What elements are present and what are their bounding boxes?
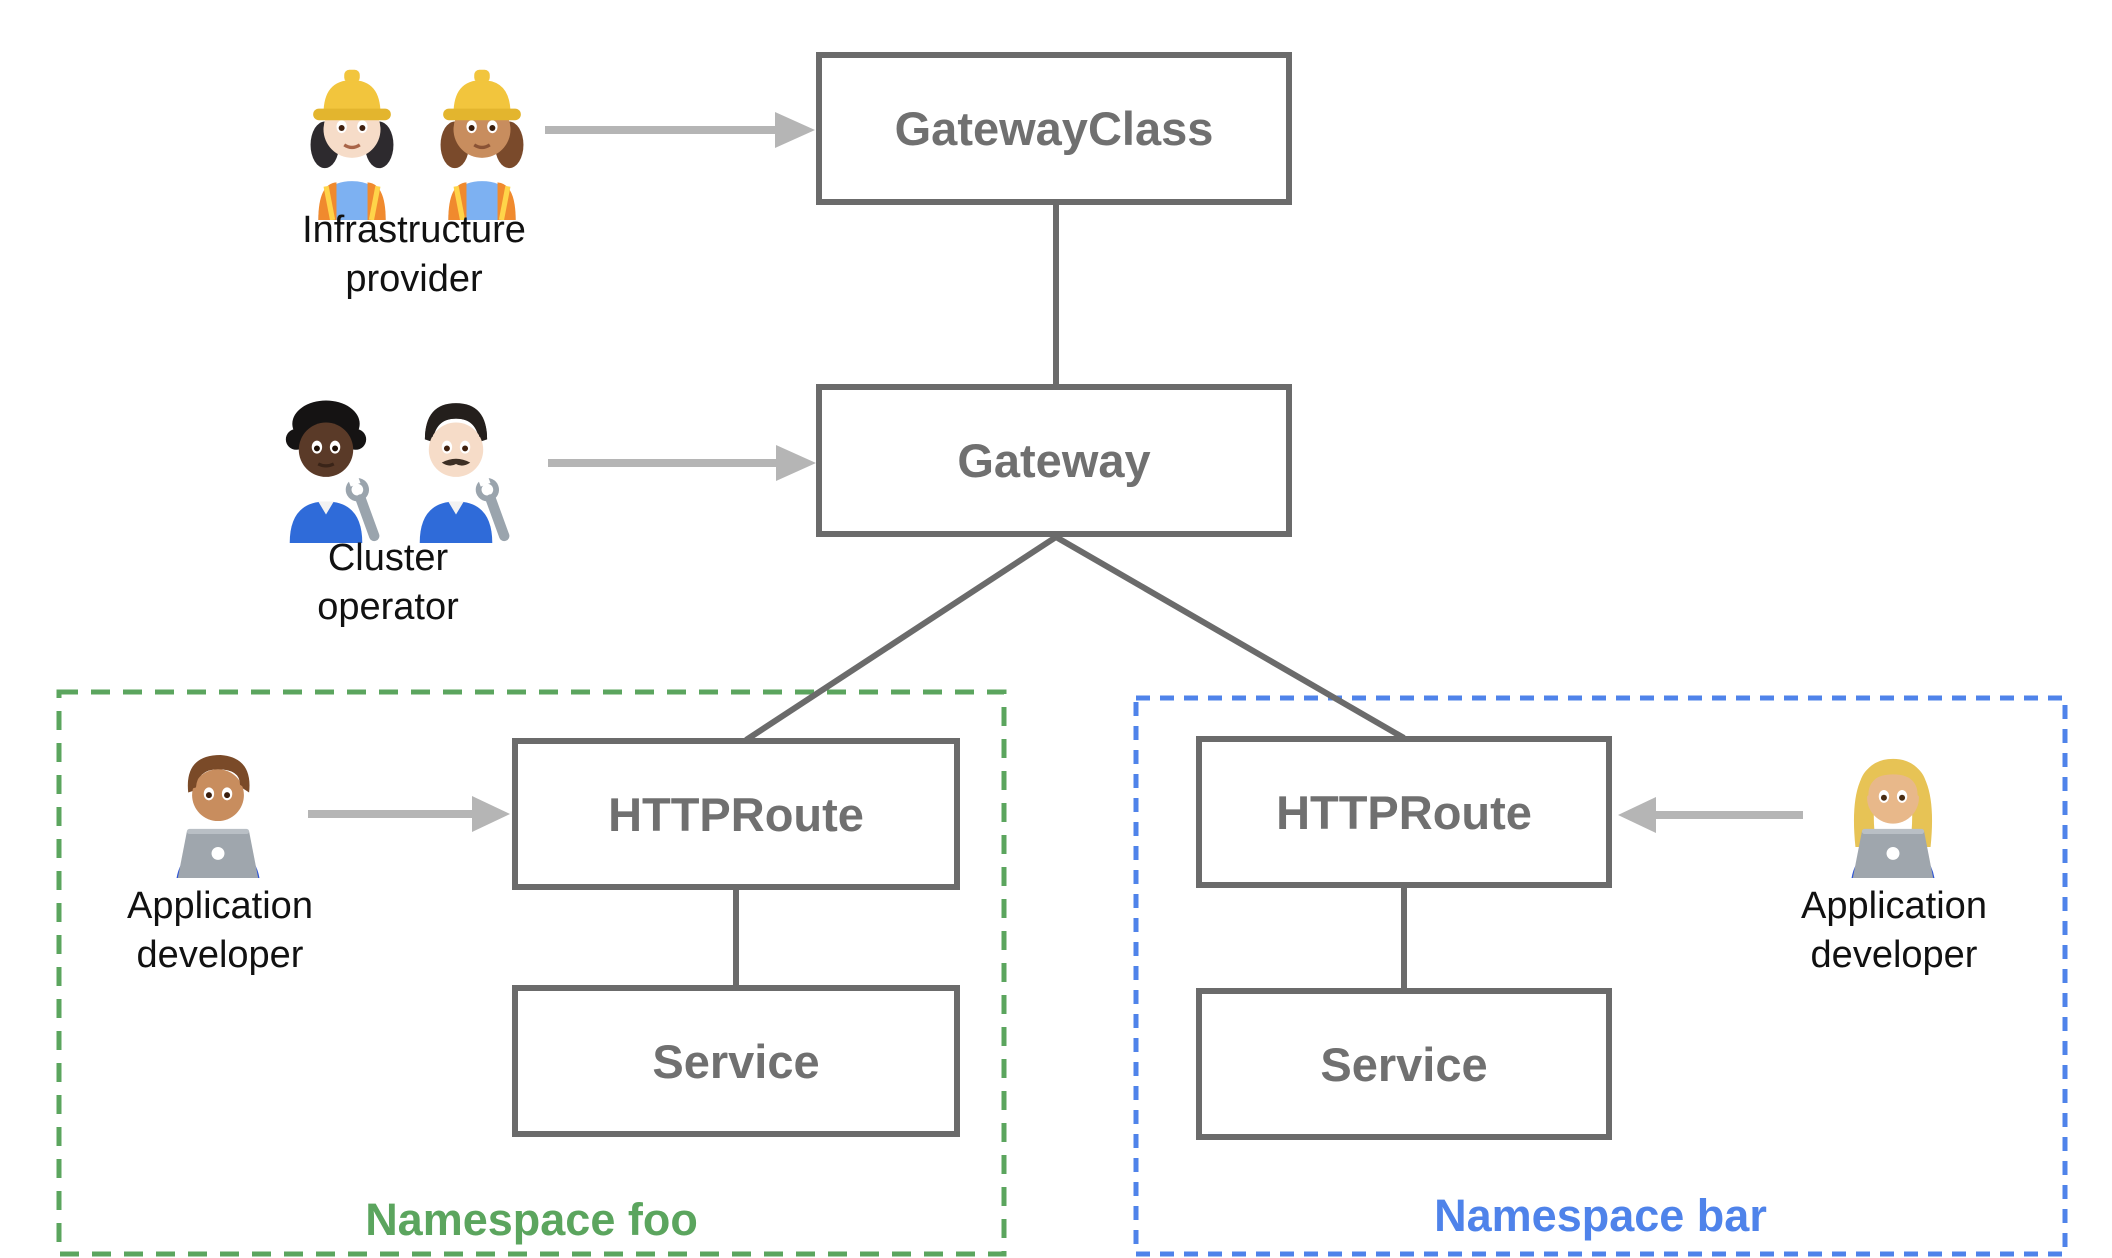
httproute-foo-box: HTTPRoute <box>512 738 960 890</box>
gateway-httproute-bar-connector <box>1054 534 1406 741</box>
gateway-box: Gateway <box>816 384 1292 537</box>
gateway-label: Gateway <box>957 434 1151 487</box>
namespace-bar-label: Namespace bar <box>1434 1190 1767 1241</box>
app-developer-foo-arrow <box>308 796 510 832</box>
man-mechanic-light-skin-icon <box>419 403 510 543</box>
cluster-operator-arrow <box>548 445 816 481</box>
infrastructure-provider-icons <box>287 49 547 220</box>
app-developer-foo-icon <box>153 720 283 891</box>
person-mechanic-dark-skin-icon <box>285 400 380 543</box>
woman-construction-worker-medium-skin-icon <box>440 69 524 220</box>
service-bar-box: Service <box>1196 988 1612 1140</box>
infrastructure-provider-arrow <box>545 112 815 148</box>
app-developer-foo-label: Application developer <box>127 885 313 976</box>
namespace-bar-boundary <box>1133 695 2068 1257</box>
service-foo-label: Service <box>652 1034 820 1088</box>
infrastructure-provider-label: Infrastructure provider <box>302 209 526 300</box>
httproute-foo-label: HTTPRoute <box>608 787 864 841</box>
httproute-bar-label: HTTPRoute <box>1276 785 1532 839</box>
namespace-foo-boundary <box>56 689 1007 1257</box>
app-developer-bar-icon <box>1828 720 1958 891</box>
woman-technologist-icon <box>1851 758 1935 879</box>
app-developer-bar-arrow <box>1618 797 1803 833</box>
gateway-httproute-foo-connector <box>744 534 1058 743</box>
woman-construction-worker-light-skin-icon <box>310 69 394 220</box>
httproute-bar-box: HTTPRoute <box>1196 736 1612 888</box>
gatewayclass-box: GatewayClass <box>816 52 1292 205</box>
namespace-foo-label: Namespace foo <box>365 1194 698 1245</box>
app-developer-bar-label: Application developer <box>1801 885 1987 976</box>
service-bar-label: Service <box>1320 1037 1488 1091</box>
service-foo-box: Service <box>512 985 960 1137</box>
man-technologist-icon <box>176 754 260 879</box>
cluster-operator-icons <box>261 372 521 543</box>
cluster-operator-label: Cluster operator <box>317 537 459 628</box>
gatewayclass-label: GatewayClass <box>894 102 1214 155</box>
